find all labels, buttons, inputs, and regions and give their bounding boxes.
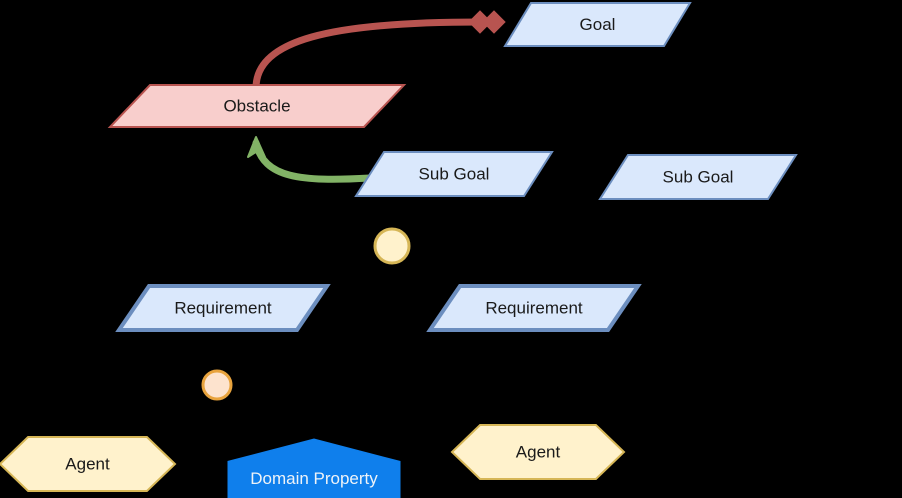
node-agent-left[interactable]: Agent (0, 436, 177, 492)
node-requirement-left[interactable]: Requirement (115, 284, 331, 332)
refinement-circle-bottom-shape (201, 369, 233, 401)
node-domain-property[interactable]: Domain Property (227, 438, 401, 498)
node-requirement-right[interactable]: Requirement (426, 284, 642, 332)
requirement-right-shape (426, 284, 642, 332)
refinement-circle-top[interactable] (373, 227, 411, 265)
domain-property-shape (227, 438, 401, 498)
sub-goal-right-shape (598, 154, 798, 200)
agent-right-shape (450, 424, 626, 480)
requirement-left-shape (115, 284, 331, 332)
obstacle-shape (107, 84, 407, 128)
sub-goal-left-shape (354, 151, 554, 197)
agent-left-shape (0, 436, 177, 492)
node-sub-goal-left[interactable]: Sub Goal (354, 151, 554, 197)
obstruction-link-path (252, 18, 484, 92)
refinement-circle-bottom[interactable] (201, 369, 233, 401)
node-obstacle[interactable]: Obstacle (107, 84, 407, 128)
resolution-link[interactable] (247, 136, 374, 183)
obstruction-link[interactable] (252, 10, 506, 92)
node-sub-goal-right[interactable]: Sub Goal (598, 154, 798, 200)
refinement-circle-top-shape (373, 227, 411, 265)
node-goal[interactable]: Goal (503, 1, 692, 47)
links-layer (247, 10, 506, 183)
resolution-link-path (252, 139, 374, 183)
circles-layer (201, 227, 411, 401)
obstruction-link-diamond-1 (482, 10, 506, 34)
resolution-link-arrowhead (247, 136, 266, 158)
node-agent-right[interactable]: Agent (450, 424, 626, 480)
goal-shape (503, 1, 692, 47)
